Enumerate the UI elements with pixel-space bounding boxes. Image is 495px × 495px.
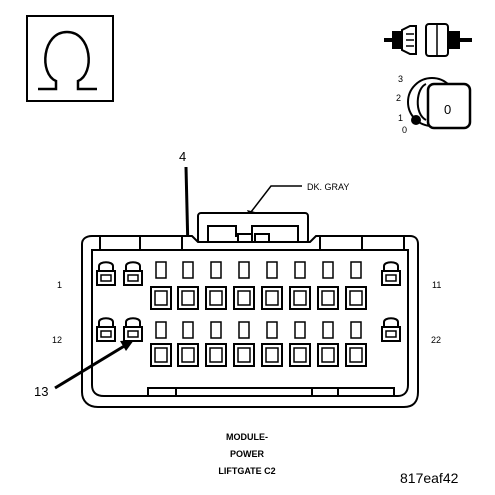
pin-label-1: 1 <box>57 280 62 290</box>
cavity-latch <box>155 261 167 279</box>
cavity-latch <box>294 261 306 279</box>
cavity <box>261 286 283 310</box>
cavity-latch <box>350 321 362 339</box>
cavity-latch <box>350 261 362 279</box>
terminal-cavity <box>123 317 143 342</box>
cavity-latch <box>238 321 250 339</box>
cavity <box>177 286 199 310</box>
ohmmeter-icon <box>26 15 114 102</box>
cavity <box>150 286 172 310</box>
ignition-pos-2: 2 <box>396 93 401 103</box>
cavity-latch <box>182 261 194 279</box>
cavity-latch <box>294 321 306 339</box>
terminal-cavity <box>96 261 116 286</box>
cavity-latch <box>322 321 334 339</box>
figure-code: 817eaf42 <box>400 470 459 486</box>
callout-4: 4 <box>179 149 186 164</box>
caption-line-3: LIFTGATE C2 <box>218 466 275 476</box>
cavity-latch <box>266 321 278 339</box>
pin-label-22: 22 <box>431 335 441 345</box>
cavity <box>345 286 367 310</box>
terminal-cavity <box>123 261 143 286</box>
cavity-grid <box>96 261 401 367</box>
terminal-cavity <box>381 261 401 286</box>
cavity <box>289 286 311 310</box>
cavity <box>233 286 255 310</box>
callout-13: 13 <box>34 384 48 399</box>
cavity-latch <box>266 261 278 279</box>
pin-label-11: 11 <box>432 280 441 290</box>
cavity <box>205 286 227 310</box>
cavity <box>261 343 283 367</box>
caption-line-1: MODULE- <box>226 432 268 442</box>
cavity-latch <box>238 261 250 279</box>
pin-label-12: 12 <box>52 335 62 345</box>
ignition-pos-0: 0 <box>402 125 407 135</box>
ignition-key-icon: 3 2 1 0 0 <box>396 74 472 135</box>
cavity-latch <box>210 261 222 279</box>
cavity <box>233 343 255 367</box>
cavity-latch <box>182 321 194 339</box>
ignition-pos-3: 3 <box>398 74 403 84</box>
ignition-key-label: 0 <box>444 102 451 117</box>
cavity <box>317 343 339 367</box>
terminal-cavity <box>381 317 401 342</box>
ignition-pos-1: 1 <box>398 113 403 123</box>
wire-color-label: DK. GRAY <box>307 182 349 192</box>
cavity <box>317 286 339 310</box>
cavity <box>150 343 172 367</box>
cavity <box>177 343 199 367</box>
cavity-latch <box>155 321 167 339</box>
cavity <box>345 343 367 367</box>
terminal-cavity <box>96 317 116 342</box>
cavity-latch <box>210 321 222 339</box>
cavity <box>205 343 227 367</box>
disconnected-connector-icon <box>384 23 472 57</box>
cavity <box>289 343 311 367</box>
caption-line-2: POWER <box>230 449 265 459</box>
cavity-latch <box>322 261 334 279</box>
